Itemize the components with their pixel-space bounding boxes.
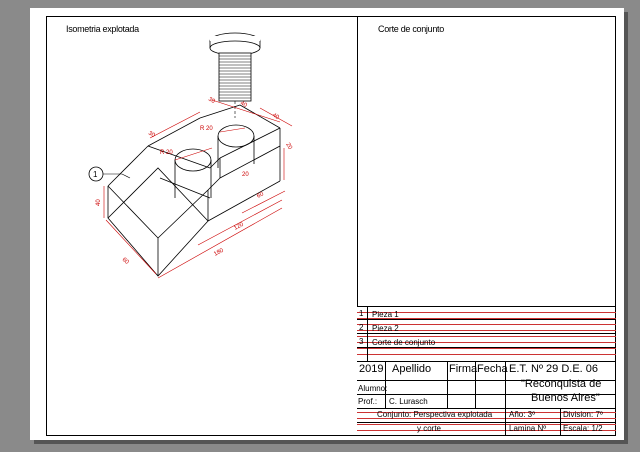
dim-40a: 40 <box>239 101 248 110</box>
alumno-label: Alumno: <box>358 384 388 393</box>
part-callout: 1 <box>88 166 131 182</box>
parts-name-2: Pieza 2 <box>372 324 399 333</box>
prof-name: C. Lurasch <box>389 397 428 406</box>
escala: Escala: 1/2 <box>563 424 603 433</box>
dim-40: 40 <box>96 199 102 206</box>
dim-60: 60 <box>256 191 265 200</box>
parts-num-1: 1 <box>359 309 364 318</box>
dim-20: 20 <box>242 172 249 178</box>
subject-line-2: y corte <box>417 424 442 433</box>
bolt-part <box>209 32 261 102</box>
fecha-label: Fecha <box>477 363 508 375</box>
school-line-1: E.T. Nº 29 D.E. 06 <box>509 363 598 375</box>
bolt-thread <box>219 55 251 118</box>
parts-num-2: 2 <box>359 323 364 332</box>
dim-40b: 40 <box>271 113 280 122</box>
right-panel-title: Corte de conjunto <box>378 24 444 34</box>
callout-number: 1 <box>93 170 98 179</box>
school-line-3: Buenos Aires" <box>531 392 600 404</box>
year: 2019 <box>359 363 384 375</box>
parts-num-3: 3 <box>359 337 364 346</box>
lamina: Lamina Nº <box>509 424 547 433</box>
parts-name-3: Corte de conjunto <box>372 338 436 347</box>
dim-120: 120 <box>233 221 245 231</box>
prof-label: Prof.: <box>358 397 378 406</box>
isometric-drawing: 180 120 60 60 40 20 30 30 40 40 20 R 20 … <box>88 32 293 279</box>
subject-line-1: Conjunto: Perspectiva explotada <box>377 410 493 419</box>
part-outline <box>107 104 281 277</box>
panel-divider <box>357 16 358 306</box>
drawing-sheet: Isometria explotada Corte de conjunto <box>30 8 624 440</box>
dim-60b: 60 <box>121 257 130 266</box>
dim-30b: 30 <box>207 97 216 106</box>
dimension-texts: 180 120 60 60 40 20 30 30 40 40 20 R 20 … <box>96 97 293 267</box>
division: Division: 7º <box>563 410 603 419</box>
dim-20b: 20 <box>284 142 293 151</box>
firma-label: Firma <box>449 363 478 375</box>
parts-name-1: Pieza 1 <box>372 310 399 319</box>
apellido-label: Apellido <box>392 363 432 375</box>
anio: Año: 3º <box>509 410 536 419</box>
school-line-2: "Reconquista de <box>521 378 602 390</box>
sheet-border <box>46 16 616 436</box>
dim-30: 30 <box>147 131 156 140</box>
dim-r20a: R 20 <box>160 150 173 156</box>
dim-r20b: R 20 <box>200 126 213 132</box>
title-block: 1 Pieza 1 2 Pieza 2 3 Corte de conjunto … <box>357 306 616 436</box>
left-panel-title: Isometria explotada <box>66 24 139 34</box>
dim-180: 180 <box>213 247 225 257</box>
dimension-lines <box>103 99 293 279</box>
